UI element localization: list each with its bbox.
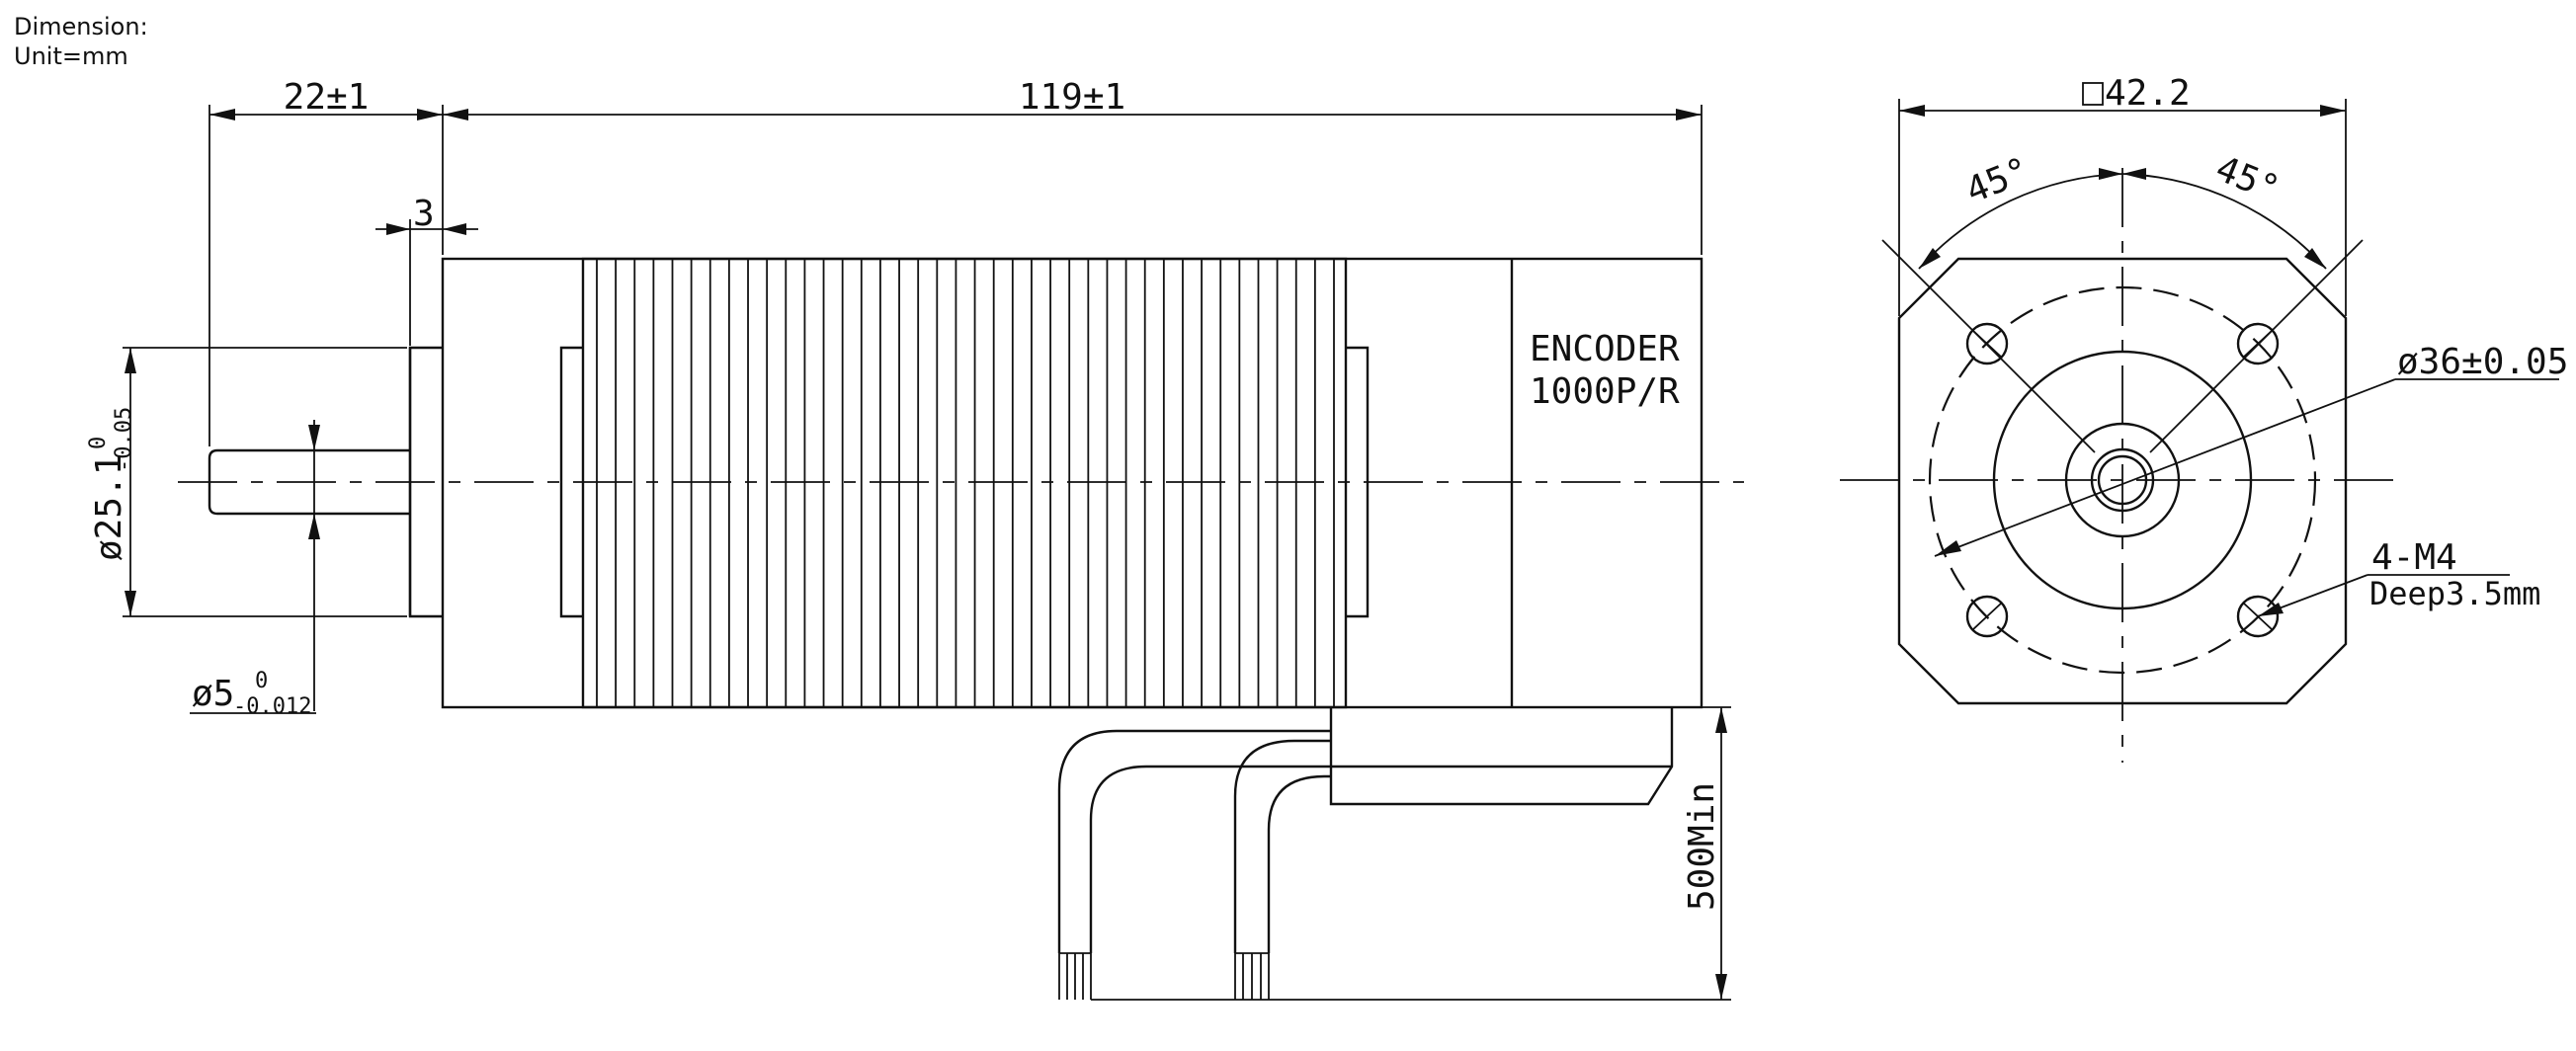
mounting-hole-top-right bbox=[2236, 322, 2280, 365]
encoder-label: ENCODER bbox=[1530, 329, 1680, 369]
hole-spec-label: 4-M4 bbox=[2371, 537, 2457, 578]
dimension-header: Dimension: Unit=mm bbox=[14, 13, 148, 70]
encoder-resolution-label: 1000P/R bbox=[1530, 371, 1680, 412]
hole-depth-label: Deep3.5mm bbox=[2369, 575, 2540, 612]
shaft-tolerance-upper: 0 bbox=[255, 669, 268, 693]
flange-thickness-label: 3 bbox=[413, 194, 435, 234]
square-size-dimension: 42.2 bbox=[1898, 73, 2347, 316]
body-length-dimension: 119±1 bbox=[443, 77, 1703, 255]
motor-flange bbox=[408, 346, 443, 618]
flange-thickness-dimension: 3 bbox=[375, 194, 478, 346]
bolt-circle bbox=[1928, 285, 2317, 675]
lead-length-dimension: 500Min bbox=[1091, 706, 1731, 1001]
pilot-circle bbox=[1992, 350, 2253, 610]
shaft-diameter-dimension: ø5 0 -0.012 bbox=[190, 420, 320, 719]
pilot-diameter-label: ø25.1 bbox=[89, 454, 129, 561]
mounting-hole-callout: 4-M4 Deep3.5mm bbox=[2257, 537, 2540, 617]
shaft-core-circle bbox=[2097, 454, 2148, 506]
shaft-length-label: 22±1 bbox=[284, 77, 370, 118]
front-flange-outline bbox=[1897, 257, 2348, 705]
bolt-circle-label: ø36±0.05 bbox=[2397, 342, 2568, 382]
square-symbol-icon bbox=[2082, 82, 2104, 106]
angle-right-label: 45° bbox=[2210, 148, 2285, 209]
hole-construction-lines bbox=[1881, 239, 2364, 453]
bolt-circle-dimension: ø36±0.05 bbox=[1934, 342, 2568, 557]
pilot-diameter-dimension: ø25.1 0 -0.05 bbox=[86, 347, 407, 617]
side-view: ENCODER 1000P/R 22±1 bbox=[86, 77, 1744, 1001]
header-unit-label: Unit=mm bbox=[14, 42, 128, 70]
pilot-tolerance-upper: 0 bbox=[86, 437, 111, 449]
mounting-hole-top-left bbox=[1965, 322, 2009, 365]
header-dimension-label: Dimension: bbox=[14, 13, 148, 40]
cooling-fins bbox=[559, 257, 1370, 709]
front-view: 42.2 45° 45° ø36±0.05 4-M4 Deep3.5mm bbox=[1840, 73, 2568, 763]
motor-shaft bbox=[208, 448, 410, 516]
shaft-diameter-label: ø5 bbox=[192, 674, 234, 714]
shaft-length-dimension: 22±1 bbox=[208, 77, 444, 446]
shaft-tolerance-lower: -0.012 bbox=[233, 694, 311, 719]
lead-length-label: 500Min bbox=[1682, 782, 1722, 911]
square-size-label: 42.2 bbox=[2105, 73, 2191, 114]
mounting-hole-bottom-right bbox=[2236, 595, 2280, 638]
body-length-label: 119±1 bbox=[1019, 77, 1125, 118]
cable-exit-block bbox=[1329, 707, 1674, 806]
mounting-hole-bottom-left bbox=[1965, 595, 2009, 638]
bearing-boss-circle bbox=[2064, 422, 2181, 538]
lead-wires bbox=[1057, 729, 1331, 1000]
pilot-tolerance-lower: -0.05 bbox=[112, 407, 136, 472]
angle-left-label: 45° bbox=[1960, 150, 2036, 211]
shaft-circle bbox=[2090, 447, 2155, 513]
